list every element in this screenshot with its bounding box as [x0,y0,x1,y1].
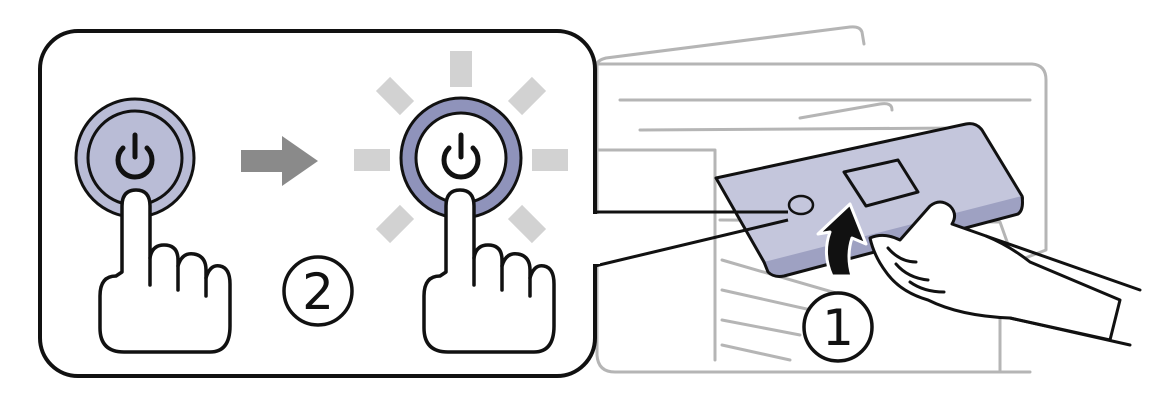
scanner-hinge [798,102,894,120]
callout-pointer-lines [594,210,789,268]
glow-ray-bottom-left [375,204,415,244]
glow-ray-top-right [507,76,547,116]
printer-top-lid [595,25,866,66]
right-arrow-icon [241,136,318,186]
panel-power-button[interactable] [787,194,815,216]
glow-ray-left [354,149,390,171]
step-1-number: 1 [822,299,854,357]
lifting-hand-palm [868,200,1122,342]
glow-ray-bottom-right [507,204,547,244]
printer-front-left [595,148,717,362]
step-2-number: 2 [302,263,334,321]
curved-up-arrow-icon [816,202,868,278]
callout-pointer-gap [590,214,600,264]
step-1-circle [802,291,874,363]
power-button-pressed [74,97,196,219]
lifting-hand-arm [984,234,1142,347]
glow-ray-top-left [375,76,415,116]
printer-body-outline [595,62,1048,374]
lcd-screen [842,158,920,208]
printer-top-edge [618,98,1032,132]
glow-rays [354,51,568,244]
step-2-circle [282,255,354,327]
pressing-finger-icon [98,188,232,354]
power-icon [441,132,481,180]
step-1-badge: 1 [802,291,874,363]
lifting-hand [868,200,1142,347]
power-icon [115,132,155,180]
paper-tray-lines [698,258,1032,374]
glow-ray-right [532,149,568,171]
glow-ray-top [450,51,472,87]
pressing-finger-icon [422,188,556,354]
power-button-lit [399,96,523,220]
step-2-badge: 2 [282,255,354,327]
